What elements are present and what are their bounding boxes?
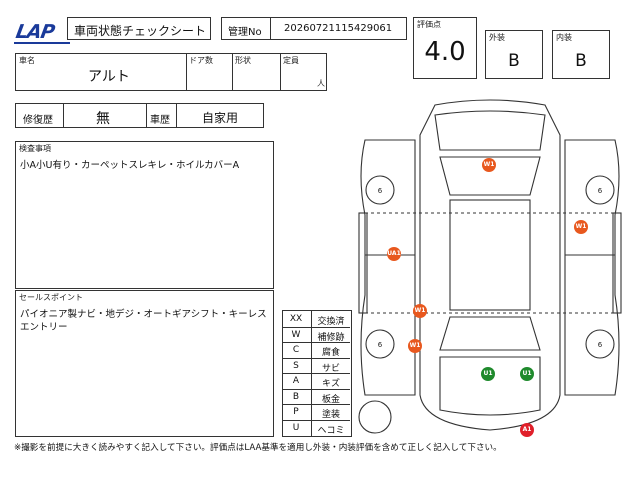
interior-label: 内装 <box>556 33 572 42</box>
history-divider-1 <box>63 104 64 127</box>
vehicle-divider-1 <box>186 54 187 90</box>
management-no-label: 管理No <box>228 27 262 38</box>
legend-code: B <box>292 391 300 402</box>
legend-desc: サビ <box>321 363 340 374</box>
history-divider-3 <box>176 104 177 127</box>
left-bumper-bar <box>358 212 368 314</box>
legend-row: S サビ <box>282 359 350 374</box>
score-box: 評価点 4.0 <box>413 17 477 79</box>
tire-front-left-icon <box>365 175 395 205</box>
legend-desc: ヘコミ <box>317 425 345 436</box>
tire-rear-left-label: 6 <box>378 341 383 349</box>
damage-marker: A1 <box>520 423 534 437</box>
legend-code: C <box>292 345 300 355</box>
vehicle-name-value: アルト <box>88 69 130 85</box>
footer-note: ※撮影を前提に大きく読みやすく記入して下さい。評価点はLAA基準を適用し外装・内… <box>14 443 502 453</box>
legend-row: W 補修跡 <box>282 328 350 343</box>
legend-desc: 交換済 <box>317 317 345 327</box>
capacity-unit: 人 <box>317 79 325 88</box>
sales-points-box: セールスポイント パイオニア製ナビ・地デジ・オートギアシフト・キーレスエントリー <box>15 290 274 437</box>
trunk-outline <box>439 356 541 416</box>
damage-marker: U1 <box>520 367 534 381</box>
damage-marker: W1 <box>482 158 496 172</box>
legend-row: U ヘコミ <box>282 421 350 437</box>
legend-desc: キズ <box>321 379 340 389</box>
logo-underline <box>14 42 70 44</box>
usage-label: 車歴 <box>150 115 170 126</box>
vehicle-name-label: 車名 <box>19 56 35 65</box>
interior-box: 内装 B <box>552 30 610 79</box>
tire-front-left-label: 6 <box>378 187 383 195</box>
legend-row: XX 交換済 <box>282 312 350 328</box>
score-value: 4.0 <box>424 37 466 67</box>
damage-marker: W1 <box>413 304 427 318</box>
vehicle-divider-2 <box>232 54 233 90</box>
vehicle-divider-3 <box>280 54 281 90</box>
legend-row: P 塗装 <box>282 405 350 421</box>
management-divider <box>270 18 271 39</box>
inspection-box: 検査事項 小A小U有り・カーペットスレキレ・ホイルカバーA <box>15 141 274 289</box>
right-bumper-bar <box>612 212 622 314</box>
legend-code: A <box>292 376 300 386</box>
exterior-box: 外装 B <box>485 30 543 79</box>
history-box: 修復歴 無 車歴 自家用 <box>15 103 264 128</box>
sheet-title-box: 車両状態チェックシート <box>67 17 211 40</box>
tire-front-right-label: 6 <box>598 187 603 195</box>
sheet-title: 車両状態チェックシート <box>74 24 207 38</box>
spare-tire-icon <box>358 400 392 434</box>
legend-code: U <box>292 422 300 433</box>
inspection-label: 検査事項 <box>19 144 51 153</box>
capacity-label: 定員 <box>283 56 299 65</box>
damage-marker: W1 <box>574 220 588 234</box>
vehicle-info-box: 車名 アルト ドア数 形状 定員 人 <box>15 53 327 91</box>
legend-code: XX <box>289 314 303 324</box>
legend-desc: 腐食 <box>321 348 340 358</box>
legend-desc: 補修跡 <box>317 332 345 343</box>
legend-desc: 板金 <box>321 394 340 405</box>
sales-points-text: パイオニア製ナビ・地デジ・オートギアシフト・キーレスエントリー <box>20 309 267 333</box>
legend-row: C 腐食 <box>282 343 350 359</box>
damage-marker: U1 <box>481 367 495 381</box>
rear-window-outline <box>439 316 541 351</box>
inspection-text: 小A小U有り・カーペットスレキレ・ホイルカバーA <box>20 160 240 171</box>
legend-row: A キズ <box>282 374 350 390</box>
tire-rear-right-label: 6 <box>598 341 603 349</box>
management-no-box: 管理No 20260721115429061 <box>221 17 407 40</box>
vehicle-damage-diagram: 6 6 6 6 <box>358 99 622 434</box>
left-side-outline <box>360 139 416 396</box>
legend-desc: 塗装 <box>321 410 340 420</box>
history-divider-2 <box>146 104 147 127</box>
legend-code: S <box>293 360 299 371</box>
tire-front-right-icon <box>585 175 615 205</box>
damage-marker: UA1 <box>387 247 401 261</box>
roof-outline <box>449 199 531 311</box>
exterior-value: B <box>508 51 520 71</box>
hood-outline <box>434 110 546 151</box>
right-side-outline <box>564 139 620 396</box>
tire-rear-left-icon <box>365 329 395 359</box>
doors-label: ドア数 <box>189 56 213 65</box>
legend-code: W <box>291 329 301 340</box>
management-no-value: 20260721115429061 <box>284 23 393 34</box>
repair-value: 無 <box>96 111 110 127</box>
score-label: 評価点 <box>417 20 441 29</box>
brand-logo: LAP <box>14 21 56 43</box>
legend-code: P <box>293 407 299 417</box>
shape-label: 形状 <box>235 56 251 65</box>
sales-points-label: セールスポイント <box>19 293 83 302</box>
windshield-outline <box>439 156 541 196</box>
interior-value: B <box>575 51 587 71</box>
tire-rear-right-icon <box>585 329 615 359</box>
exterior-label: 外装 <box>489 33 505 42</box>
top-body-outline <box>419 99 561 431</box>
usage-value: 自家用 <box>202 111 239 125</box>
damage-marker: W1 <box>408 339 422 353</box>
repair-label: 修復歴 <box>23 115 53 126</box>
legend-row: B 板金 <box>282 390 350 405</box>
